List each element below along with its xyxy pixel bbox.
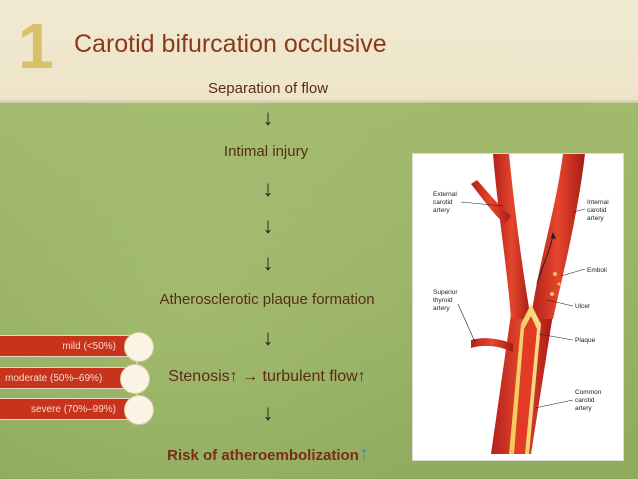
severity-knob xyxy=(124,332,154,362)
down-arrow-icon: ↓ xyxy=(262,250,274,275)
stenosis-text: Stenosis xyxy=(168,368,230,385)
label-ulcer: Ulcer xyxy=(575,303,591,310)
right-arrow-icon: → xyxy=(242,368,259,385)
up-arrow-icon: ↑ xyxy=(358,443,369,465)
down-arrow-icon: ↓ xyxy=(262,325,274,350)
down-arrow-icon: ↓ xyxy=(262,105,274,130)
severity-band-mild: mild (<50%) xyxy=(0,335,140,357)
flow-step-stenosis: Stenosis↑ → turbulent flow↑ xyxy=(168,368,365,386)
severity-band-severe: severe (70%–99%) xyxy=(0,398,140,420)
flow-step-plaque-formation: Atherosclerotic plaque formation xyxy=(159,291,375,308)
up-arrow-icon: ↑ xyxy=(229,368,238,385)
flow-step-intimal-injury: Intimal injury xyxy=(223,143,309,160)
title-band: 1 Carotid bifurcation occlusive xyxy=(0,0,638,103)
label-emboli: Emboli xyxy=(587,267,607,274)
slide-number: 1 xyxy=(18,10,54,82)
severity-knob xyxy=(124,395,154,425)
severity-band-moderate: moderate (50%–69%) xyxy=(0,367,138,389)
turbulent-text: turbulent flow xyxy=(262,368,358,385)
risk-text: Risk of atheroembolization xyxy=(167,447,359,464)
down-arrow-icon: ↓ xyxy=(262,400,274,425)
up-arrow-icon: ↑ xyxy=(357,368,366,385)
down-arrow-icon: ↓ xyxy=(262,213,274,238)
flow-step-risk: Risk of atheroembolization↑ xyxy=(167,443,369,466)
down-arrow-icon: ↓ xyxy=(262,176,274,201)
severity-knob xyxy=(120,364,150,394)
label-plaque: Plaque xyxy=(575,337,596,344)
flow-step-separation: Separation of flow xyxy=(207,80,329,97)
slide-title: Carotid bifurcation occlusive xyxy=(74,30,387,58)
